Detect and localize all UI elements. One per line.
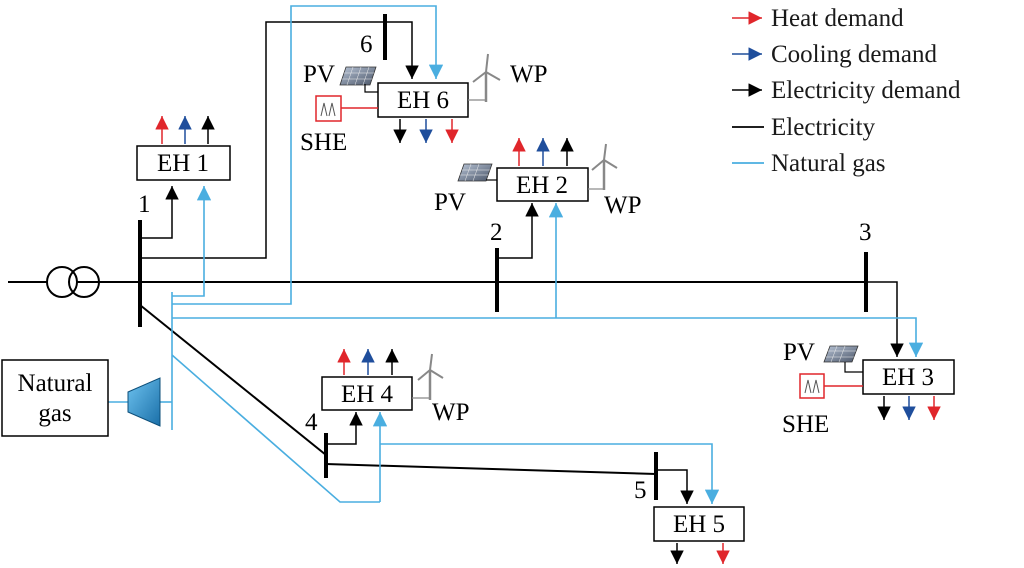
gas-eh5 xyxy=(380,443,720,504)
natural-gas-source: Natural gas xyxy=(1,359,109,437)
energy-hub-4: EH 4 xyxy=(321,349,413,411)
eh6-label: EH 6 xyxy=(397,87,449,114)
electricity-network xyxy=(8,14,904,504)
line-bus1-bus6 xyxy=(140,21,385,259)
line-bus4-bus5 xyxy=(325,463,657,475)
line-bus1-eh1 xyxy=(140,186,179,239)
eh4-wp-label: WP xyxy=(432,399,470,426)
line-bus2-eh2 xyxy=(497,203,539,259)
eh5-label: EH 5 xyxy=(673,511,725,538)
bus-3-label: 3 xyxy=(859,219,872,246)
gas-main-right xyxy=(172,317,924,357)
transformer-icon xyxy=(46,266,100,298)
eh3-she-label: SHE xyxy=(782,411,829,438)
legend-electricity-label: Electricity xyxy=(771,114,876,141)
bus-1-label: 1 xyxy=(138,191,151,218)
gas-network xyxy=(108,5,924,504)
energy-hub-1: EH 1 xyxy=(136,116,231,181)
bus-5-label: 5 xyxy=(634,477,647,504)
solar-heat-exchanger-icon xyxy=(315,95,342,122)
eh2-label: EH 2 xyxy=(516,172,568,199)
gas-eh6 xyxy=(172,5,444,305)
eh6-she-label: SHE xyxy=(300,129,347,156)
eh6-pv-link xyxy=(364,84,378,93)
legend-heat-label: Heat demand xyxy=(771,5,904,32)
legend: Heat demand Cooling demand Electricity d… xyxy=(732,5,961,177)
energy-hub-2: EH 2 xyxy=(496,138,589,202)
solar-panel-icon xyxy=(457,163,493,182)
eh2-devices: PV WP xyxy=(434,143,642,219)
eh3-pv-label: PV xyxy=(783,339,815,366)
legend-electricity-demand-label: Electricity demand xyxy=(771,77,961,104)
eh3-label: EH 3 xyxy=(882,364,934,391)
compressor-icon xyxy=(127,377,161,427)
gas-eh1 xyxy=(172,186,212,297)
eh4-devices: WP xyxy=(412,353,470,426)
line-bus6-eh6 xyxy=(385,21,419,79)
legend-cooling-label: Cooling demand xyxy=(771,41,937,68)
line-bus5-eh5 xyxy=(656,469,694,504)
energy-hub-5: EH 5 xyxy=(653,506,745,564)
eh6-pv-label: PV xyxy=(303,61,335,88)
legend-item-gas: Natural gas xyxy=(732,150,886,177)
eh2-pv-label: PV xyxy=(434,189,466,216)
bus-6-label: 6 xyxy=(360,31,373,58)
energy-hub-3: EH 3 xyxy=(862,359,955,420)
line-bus1-bus4 xyxy=(139,304,327,456)
legend-item-electricity: Electricity xyxy=(732,114,876,141)
eh3-devices: PV SHE xyxy=(782,339,863,438)
bus-4-label: 4 xyxy=(305,409,318,436)
line-bus3-eh3 xyxy=(866,281,904,357)
gas-source-label-1: Natural xyxy=(18,370,93,397)
solar-panel-icon xyxy=(339,66,377,86)
line-bus4-eh4 xyxy=(326,412,363,445)
legend-gas-label: Natural gas xyxy=(771,150,886,177)
legend-item-electricity-demand: Electricity demand xyxy=(732,77,961,104)
legend-item-cooling: Cooling demand xyxy=(732,41,937,68)
gas-source-label-2: gas xyxy=(38,400,71,427)
legend-item-heat: Heat demand xyxy=(732,5,904,32)
eh3-pv-link xyxy=(844,362,863,373)
eh1-label: EH 1 xyxy=(157,150,209,177)
wind-turbine-icon xyxy=(591,143,618,190)
gas-diagonal xyxy=(171,354,380,503)
solar-panel-icon xyxy=(823,345,859,363)
eh6-wp-label: WP xyxy=(510,61,548,88)
eh6-devices: PV SHE WP xyxy=(300,53,548,156)
wind-turbine-icon xyxy=(472,53,501,102)
solar-heat-exchanger-icon xyxy=(799,373,825,399)
eh4-label: EH 4 xyxy=(341,381,394,408)
eh2-wp-label: WP xyxy=(604,192,642,219)
bus-2-label: 2 xyxy=(490,219,503,246)
energy-hub-6: EH 6 xyxy=(377,82,469,143)
wind-turbine-icon xyxy=(417,353,444,400)
